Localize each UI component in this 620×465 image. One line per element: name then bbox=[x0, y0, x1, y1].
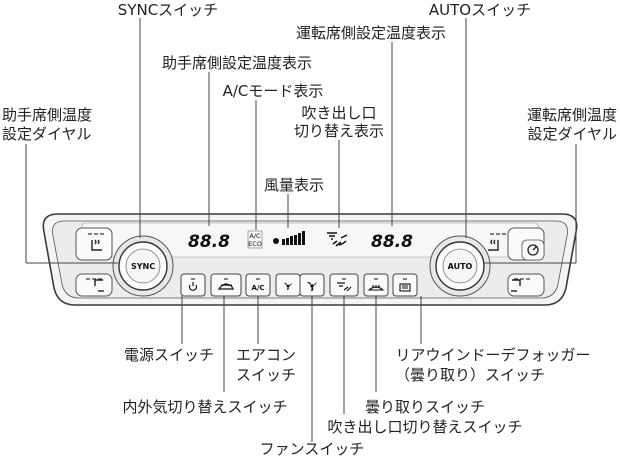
fan-speed-bars-icon bbox=[273, 231, 305, 245]
rear-defog-icon bbox=[399, 283, 411, 292]
rear-defogger-button[interactable] bbox=[392, 273, 418, 297]
auto-switch-label: AUTOスイッチ bbox=[428, 1, 532, 19]
rear-defogger-label-2: （曇り取り）スイッチ bbox=[394, 366, 546, 384]
auto-knob-label: AUTO bbox=[448, 262, 473, 271]
outlet-switch-display-label-1: 吹き出し口 bbox=[301, 104, 377, 122]
driver-dial-label-1: 運転席側温度 bbox=[526, 106, 617, 124]
outlet-switch-label: 吹き出し口切り替えスイッチ bbox=[327, 418, 523, 436]
left-seat-vent-pod bbox=[75, 273, 113, 297]
left-seat-heater-pod bbox=[75, 227, 113, 261]
aircon-switch-label-2: スイッチ bbox=[235, 366, 297, 384]
auto-knob[interactable]: AUTO bbox=[429, 235, 491, 297]
outlet-button[interactable] bbox=[329, 273, 359, 297]
defog-switch-label: 曇り取りスイッチ bbox=[364, 398, 486, 416]
passenger-temp-readout: 88.8 bbox=[188, 232, 230, 252]
steering-wheel-icon bbox=[527, 244, 539, 256]
ac-button-label: A/C bbox=[251, 284, 264, 292]
passenger-dial-label-1: 助手席側温度 bbox=[2, 106, 93, 124]
fan-icon bbox=[284, 281, 317, 291]
button-row bbox=[180, 273, 418, 297]
aircon-switch-label-1: エアコン bbox=[235, 346, 297, 364]
sync-knob-label: SYNC bbox=[131, 262, 155, 271]
passenger-dial-label-2: 設定ダイヤル bbox=[2, 125, 92, 143]
rear-defogger-label-1: リアウインドーデフォッガー bbox=[395, 346, 591, 364]
sync-knob[interactable]: SYNC bbox=[112, 235, 174, 297]
windshield-defog-icon bbox=[367, 285, 385, 291]
power-switch-label: 電源スイッチ bbox=[123, 346, 214, 364]
ac-badge-bottom: ECO bbox=[248, 240, 262, 248]
driver-dial-label-2: 設定ダイヤル bbox=[527, 125, 617, 143]
ac-badge-top: A/C bbox=[249, 232, 261, 240]
driver-temp-display-label: 運転席側設定温度表示 bbox=[295, 24, 447, 42]
seat-heater-icon bbox=[91, 239, 521, 292]
leader-lines bbox=[25, 18, 577, 442]
driver-temp-readout: 88.8 bbox=[371, 232, 413, 252]
sync-switch-label: SYNCスイッチ bbox=[117, 1, 219, 19]
outlet-mode-icon bbox=[327, 232, 348, 247]
outlet-switch-icon bbox=[337, 282, 352, 292]
right-seat-vent-pod bbox=[507, 273, 545, 297]
passenger-temp-display-label: 助手席側設定温度表示 bbox=[161, 54, 313, 72]
outlet-switch-display-label-2: 切り替え表示 bbox=[293, 122, 385, 140]
fan-speed-display-label: 風量表示 bbox=[263, 176, 325, 194]
recirc-car-icon bbox=[217, 283, 234, 290]
recirc-switch-label: 内外気切り替えスイッチ bbox=[122, 398, 288, 416]
power-icon bbox=[188, 282, 198, 291]
ac-mode-display-label: A/Cモード表示 bbox=[222, 82, 324, 100]
fan-switch-label: ファンスイッチ bbox=[259, 440, 365, 458]
